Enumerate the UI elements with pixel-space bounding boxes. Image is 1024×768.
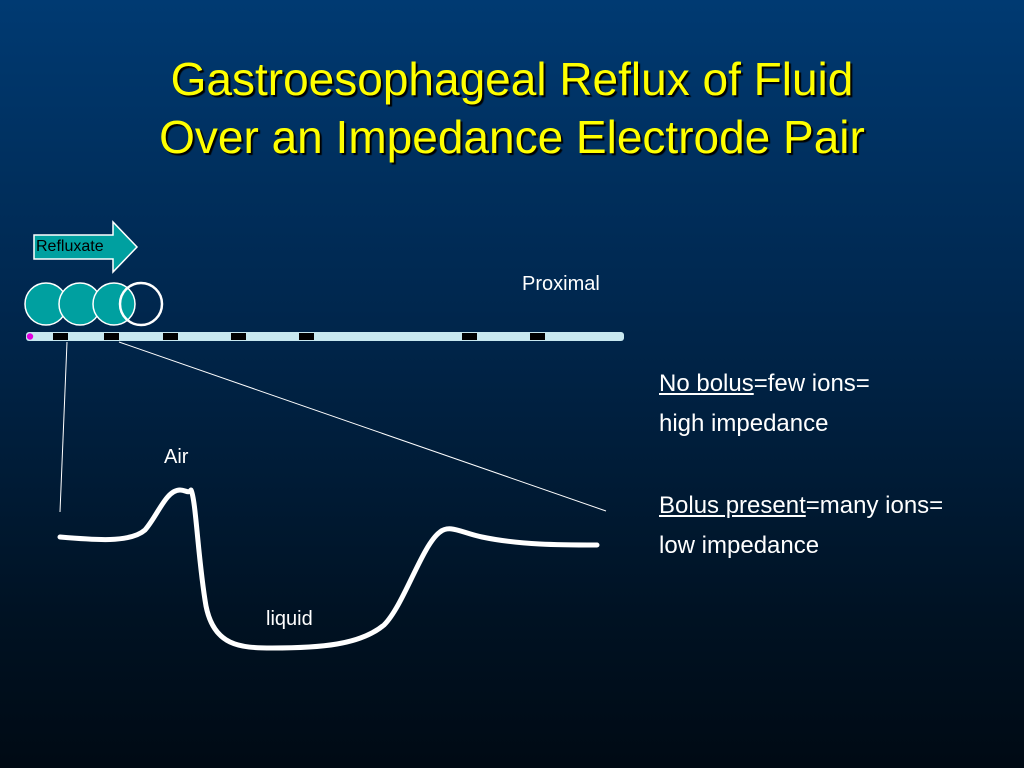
electrode-6 — [462, 333, 477, 340]
electrode-1 — [53, 333, 68, 340]
bolus-present-line-2: low impedance — [659, 532, 820, 559]
no-bolus-line-1: No bolus=few ions= — [659, 364, 870, 404]
title-line-2: Over an Impedance Electrode Pair — [159, 111, 865, 163]
bolus-present-rest: =many ions= — [805, 492, 944, 519]
proximal-label: Proximal — [522, 273, 600, 295]
impedance-trace — [57, 487, 600, 651]
empty-circle — [118, 281, 164, 327]
electrode-7 — [530, 333, 545, 340]
bolus-present-text: Bolus present=many ions= low impedance — [659, 486, 943, 566]
no-bolus-line-2: high impedance — [659, 410, 829, 437]
bolus-present-line-1: Bolus present=many ions= — [659, 486, 943, 526]
electrode-4 — [231, 333, 246, 340]
electrode-3 — [163, 333, 178, 340]
slide-title: Gastroesophageal Reflux of Fluid Over an… — [0, 50, 1024, 166]
zoom-line-left — [59, 341, 68, 513]
bolus-present-term: Bolus present — [659, 492, 806, 519]
refluxate-label: Refluxate — [36, 238, 104, 255]
air-label: Air — [164, 446, 189, 468]
electrode-2 — [104, 333, 119, 340]
liquid-label: liquid — [266, 608, 313, 630]
no-bolus-term: No bolus — [659, 370, 754, 397]
catheter-tip — [26, 333, 34, 340]
zoom-line-right — [118, 341, 607, 512]
no-bolus-rest: =few ions= — [753, 370, 870, 397]
refluxate-arrow — [33, 220, 139, 274]
electrode-5 — [299, 333, 314, 340]
bolus-circle-3 — [92, 282, 136, 326]
no-bolus-text: No bolus=few ions= high impedance — [659, 364, 870, 444]
title-line-1: Gastroesophageal Reflux of Fluid — [170, 53, 854, 105]
